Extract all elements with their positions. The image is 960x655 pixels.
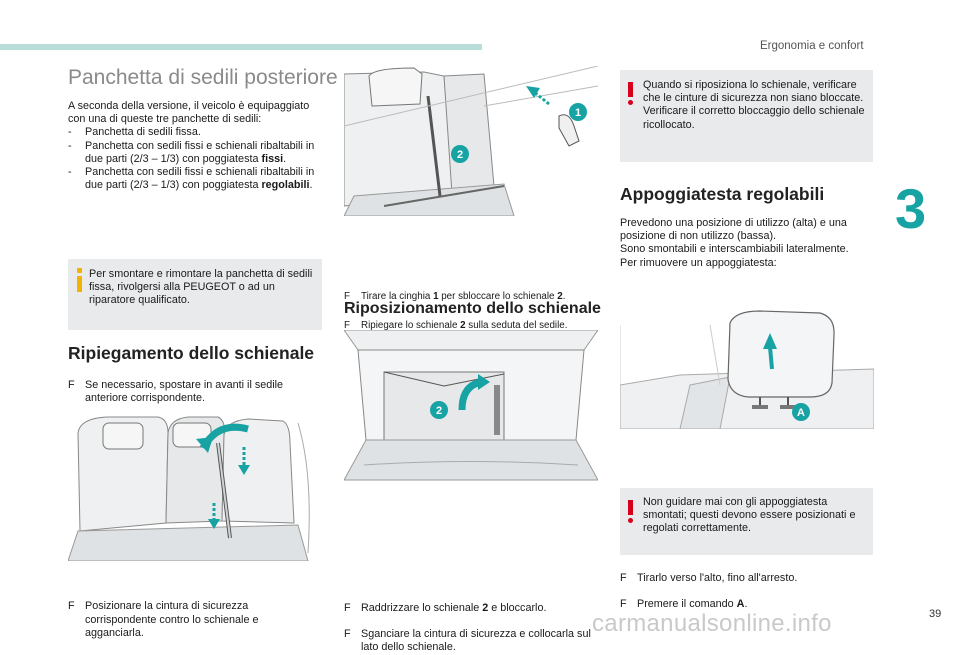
fold-heading: Ripiegamento dello schienale [68,343,315,363]
warning-icon [627,500,633,523]
info-note-text: Per smontare e rimontare la panchetta di… [89,268,313,307]
section-title: Ergonomia e confort [760,40,864,52]
callout-1: 1 [575,107,581,119]
reposition-heading: Riposizionamento dello schienale [344,300,601,317]
intro-text: A seconda della versione, il veicolo è e… [68,100,310,126]
info-icon [77,268,82,292]
page-number: 39 [929,608,942,620]
callout-2-reposition: 2 [436,405,442,417]
info-note-box: Per smontare e rimontare la panchetta di… [68,259,322,330]
header-accent-bar [0,44,482,50]
watermark: carmanualsonline.info [592,610,832,637]
headrest-intro: Prevedono una posizione di utilizzo (alt… [620,217,849,269]
headrest-illustration: A [620,305,874,429]
variant-item: -Panchetta di sedili fissa. [68,126,201,139]
fold-illustration [68,413,322,561]
page-title: Panchetta di sedili posteriore [68,66,338,89]
warning-text-top: Quando si riposiziona lo schienale, veri… [643,79,865,131]
headrest-heading: Appoggiatesta regolabili [620,184,825,204]
reposition-illustration: 2 [344,330,598,498]
unlock-illustration: 1 2 [344,66,598,216]
variant-item: -Panchetta con sedili fissi e schienali … [68,139,315,165]
warning-text-bottom: Non guidare mai con gli appoggiatesta sm… [643,496,856,535]
intro-block: A seconda della versione, il veicolo è e… [68,100,318,192]
chapter-number: 3 [895,177,927,240]
callout-a: A [797,407,805,419]
warning-icon [627,82,633,105]
warning-box-top: Quando si riposiziona lo schienale, veri… [620,70,873,162]
callout-2: 2 [457,149,463,161]
warning-box-bottom: Non guidare mai con gli appoggiatesta sm… [620,488,873,555]
variant-item: -Panchetta con sedili fissi e schienali … [68,166,315,192]
